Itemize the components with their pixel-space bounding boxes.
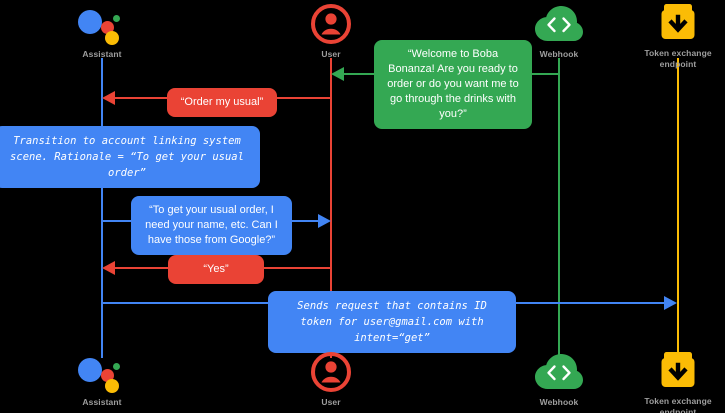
- arrow-head-welcome: [331, 67, 344, 81]
- user-icon-wrap-bottom: [271, 352, 391, 394]
- assistant-blue-dot-icon: [78, 358, 102, 382]
- webhook-icon-wrap-bottom: [499, 352, 619, 394]
- arrow-head-sends-request: [664, 296, 677, 310]
- assistant-icon-wrap: [42, 4, 162, 46]
- message-order-my-usual: “Order my usual”: [167, 88, 277, 117]
- lifeline-assistant: [101, 58, 103, 358]
- actor-label-user: User: [321, 397, 341, 407]
- google-assistant-logo-icon: [78, 4, 126, 45]
- actor-label-webhook: Webhook: [539, 49, 579, 59]
- actor-endpoint-top: Token exchange endpoint: [618, 3, 725, 70]
- google-assistant-logo-icon: [78, 352, 126, 393]
- actor-user-top: User: [271, 4, 391, 60]
- message-yes: “Yes”: [168, 255, 264, 284]
- lifeline-webhook: [558, 58, 560, 358]
- cloud-code-icon: [535, 354, 583, 389]
- user-avatar-icon: [311, 4, 351, 44]
- arrow-head-ask-consent: [318, 214, 331, 228]
- endpoint-icon-wrap-bottom: [618, 351, 725, 393]
- assistant-yellow-dot-icon: [105, 379, 119, 393]
- actor-label-endpoint: Token exchange endpoint: [644, 48, 712, 69]
- lifeline-user: [330, 58, 332, 358]
- assistant-red-dot-icon: [101, 21, 114, 34]
- actor-label-user: User: [321, 49, 341, 59]
- actor-webhook-bottom: Webhook: [499, 352, 619, 408]
- actor-assistant-top: Assistant: [42, 4, 162, 60]
- download-box-icon: [661, 352, 695, 387]
- actor-label-assistant: Assistant: [82, 397, 122, 407]
- assistant-yellow-dot-icon: [105, 31, 119, 45]
- actor-endpoint-bottom: Token exchange endpoint: [618, 351, 725, 413]
- actor-label-endpoint: Token exchange endpoint: [644, 396, 712, 413]
- arrow-head-yes: [102, 261, 115, 275]
- message-ask-consent: “To get your usual order, I need your na…: [131, 196, 292, 255]
- webhook-icon-wrap: [499, 4, 619, 46]
- assistant-icon-wrap-bottom: [42, 352, 162, 394]
- arrow-head-order-my-usual: [102, 91, 115, 105]
- message-welcome: “Welcome to Boba Bonanza! Are you ready …: [374, 40, 532, 129]
- actor-label-webhook: Webhook: [539, 397, 579, 407]
- actor-label-assistant: Assistant: [82, 49, 122, 59]
- user-avatar-icon: [311, 352, 351, 392]
- actor-webhook-top: Webhook: [499, 4, 619, 60]
- actor-assistant-bottom: Assistant: [42, 352, 162, 408]
- endpoint-icon-wrap: [618, 3, 725, 45]
- message-transition-note: Transition to account linking system sce…: [0, 126, 260, 188]
- actor-user-bottom: User: [271, 352, 391, 408]
- assistant-green-dot-icon: [113, 15, 120, 22]
- lifeline-endpoint: [677, 58, 679, 358]
- cloud-code-icon: [535, 6, 583, 41]
- message-sends-request: Sends request that contains ID token for…: [268, 291, 516, 353]
- assistant-green-dot-icon: [113, 363, 120, 370]
- assistant-blue-dot-icon: [78, 10, 102, 34]
- download-box-icon: [661, 4, 695, 39]
- user-icon-wrap: [271, 4, 391, 46]
- assistant-red-dot-icon: [101, 369, 114, 382]
